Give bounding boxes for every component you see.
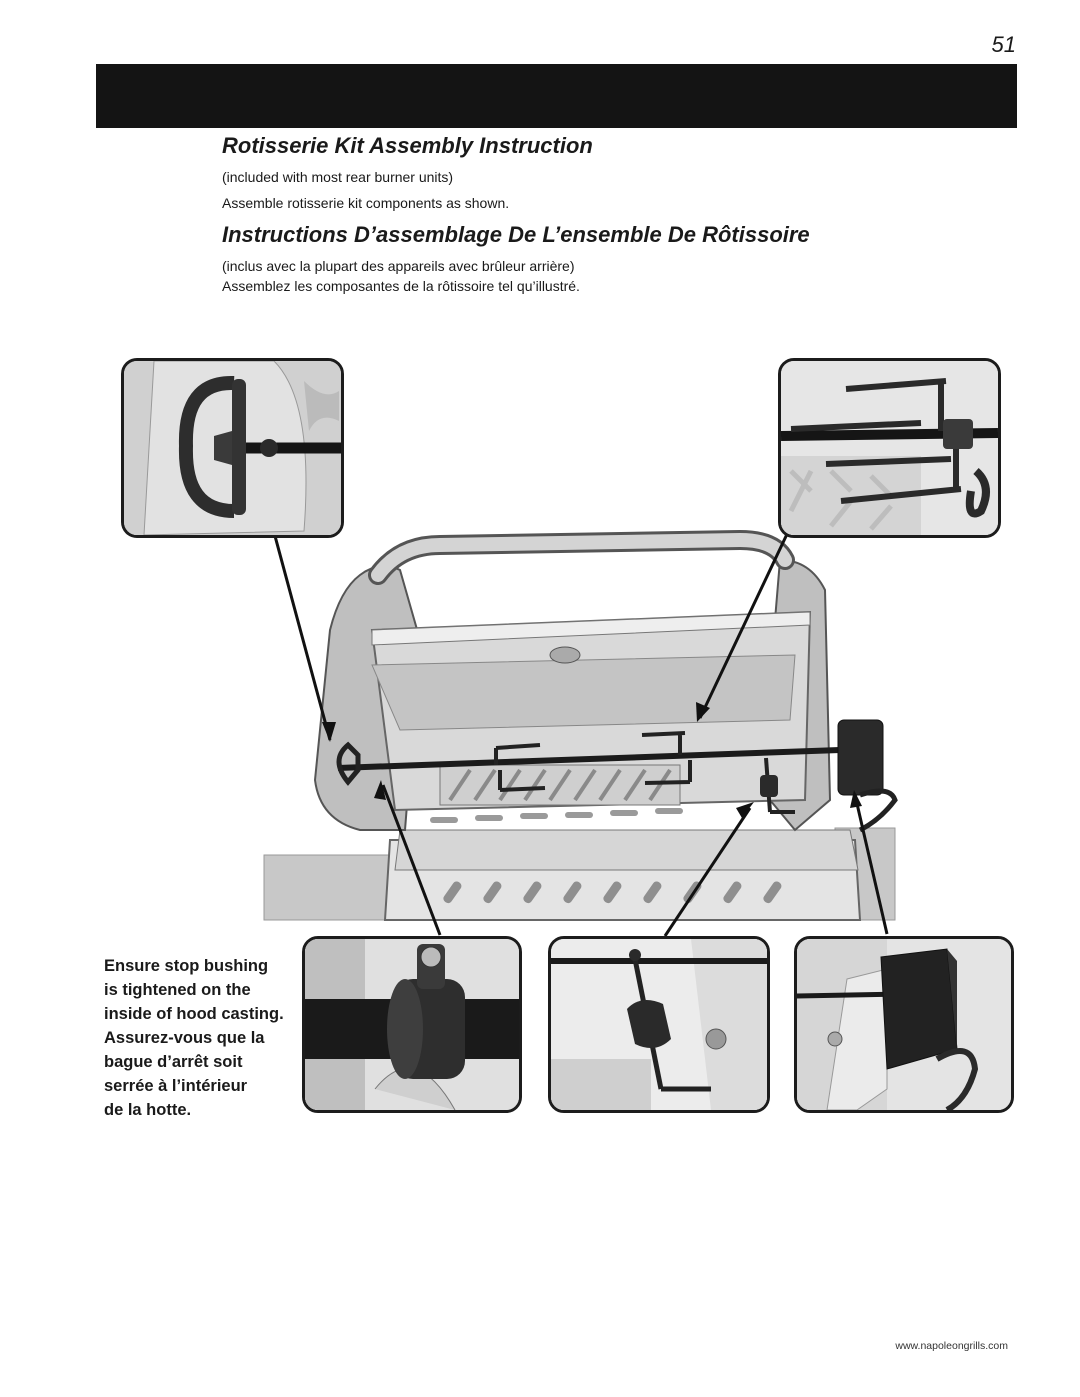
- inset-rotisserie-motor: [794, 936, 1014, 1113]
- note-line: bague d’arrêt soit: [104, 1053, 243, 1071]
- note-line: de la hotte.: [104, 1101, 192, 1119]
- note-line: serrée à l’intérieur: [104, 1077, 248, 1095]
- stop-bushing-note: Ensure stop bushing is tightened on the …: [104, 954, 304, 1122]
- note-line: Ensure stop bushing: [104, 957, 269, 975]
- inset-meat-fork: [778, 358, 1001, 538]
- inset-spit-handle: [121, 358, 344, 538]
- inset-stop-bushing: [302, 936, 522, 1113]
- note-line: Assurez-vous que la: [104, 1029, 265, 1047]
- note-line: is tightened on the: [104, 981, 251, 999]
- note-line: inside of hood casting.: [104, 1005, 284, 1023]
- english-title: Rotisserie Kit Assembly Instruction: [222, 133, 593, 158]
- stop-bushing-icon: [305, 939, 519, 1110]
- header-band: [96, 64, 1017, 128]
- english-line-2: Assemble rotisserie kit components as sh…: [222, 195, 510, 211]
- inset-counterweight: [548, 936, 770, 1113]
- french-line-1: (inclus avec la plupart des appareils av…: [222, 258, 575, 274]
- french-title: Instructions D’assemblage De L’ensemble …: [222, 222, 810, 247]
- english-line-1: (included with most rear burner units): [222, 169, 454, 185]
- meat-fork-icon: [781, 361, 998, 535]
- french-line-2: Assemblez les composantes de la rôtissoi…: [222, 278, 580, 294]
- footer-url: www.napoleongrills.com: [895, 1340, 1008, 1352]
- spit-handle-icon: [124, 361, 341, 535]
- page-number: 51: [991, 32, 1016, 57]
- counterweight-icon: [551, 939, 767, 1110]
- rotisserie-motor-icon: [797, 939, 1011, 1110]
